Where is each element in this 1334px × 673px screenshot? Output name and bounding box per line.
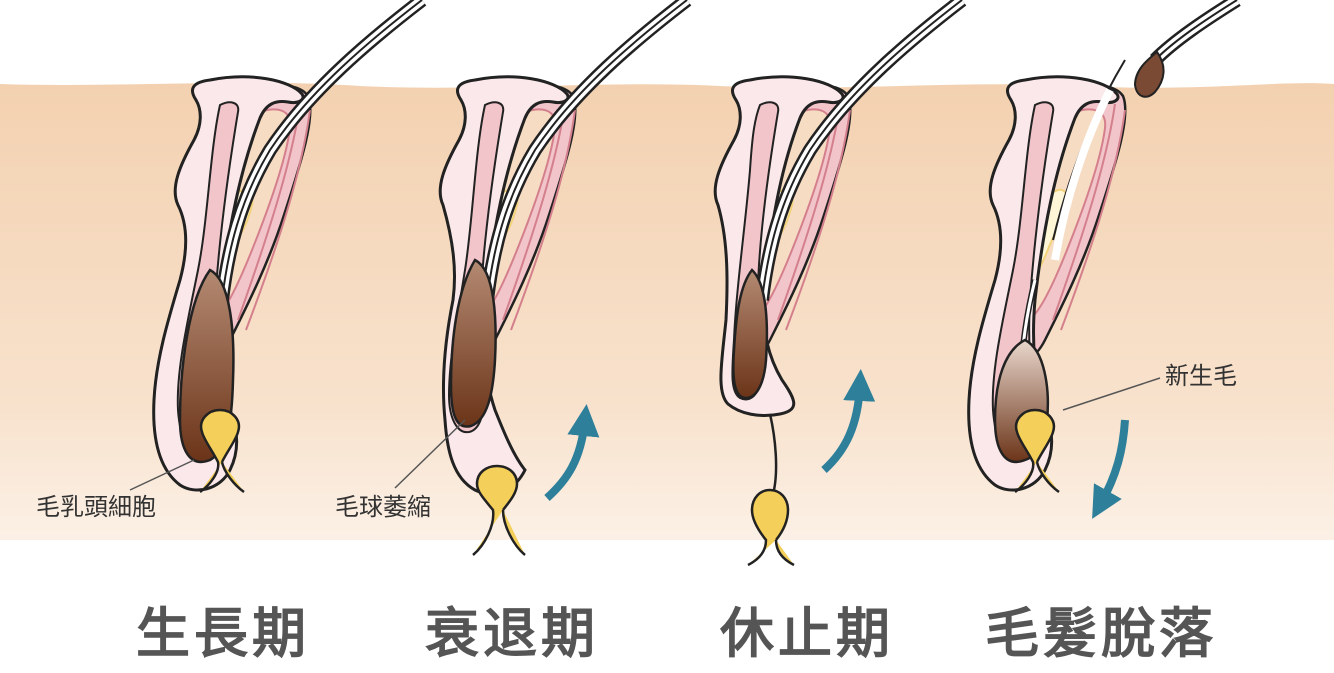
- hair-follicle-anagen-icon: [152, 0, 427, 494]
- annotation-label: 毛球萎縮: [335, 493, 431, 521]
- stage-title: 生長期: [136, 602, 310, 665]
- annotation-label: 毛乳頭細胞: [36, 493, 156, 521]
- hair-follicle-telogen-icon: [713, 0, 967, 567]
- stage-title: 休止期: [719, 602, 894, 665]
- annotation-leader: [129, 459, 195, 491]
- stage-exogen: 新生毛 毛髮脫落: [967, 0, 1241, 665]
- stage-anagen: 毛乳頭細胞 生長期: [36, 0, 427, 665]
- hair-follicle-exogen-icon: [967, 0, 1241, 494]
- annotation-leader: [394, 419, 466, 489]
- stage-title: 衰退期: [425, 602, 599, 665]
- stage-telogen: 休止期: [713, 0, 967, 665]
- stage-catagen: 毛球萎縮 衰退期: [335, 0, 692, 665]
- annotation-label: 新生毛: [1165, 362, 1237, 390]
- hair-follicle-catagen-icon: [438, 0, 692, 556]
- arrow-down-icon: [1092, 419, 1129, 519]
- annotation-leader: [1062, 377, 1161, 411]
- arrow-up-icon: [544, 404, 600, 501]
- stage-title: 毛髮脫落: [985, 602, 1217, 665]
- arrow-up-icon: [821, 369, 876, 473]
